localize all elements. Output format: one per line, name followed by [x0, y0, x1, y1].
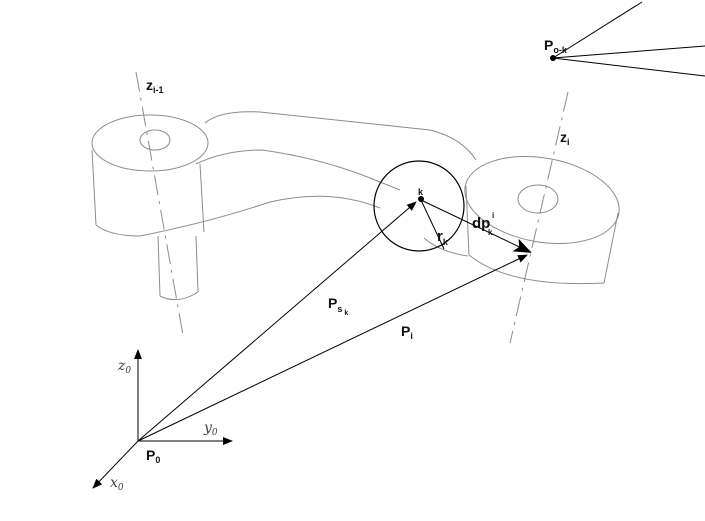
vector-p-sk [137, 201, 417, 442]
left-hub-hole [139, 129, 171, 151]
p-ok-dot [550, 55, 556, 61]
label-dp: dp [472, 215, 490, 232]
base-frame [92, 349, 233, 489]
left-pin [157, 235, 161, 297]
vectors [137, 199, 532, 442]
p-ok-point [552, 1, 705, 77]
vector-dp [420, 199, 532, 253]
axis-x0 [92, 440, 139, 489]
label-z0-axis: z0 [117, 358, 131, 376]
label-z-i: zi [560, 129, 570, 147]
label-p-ok: Po-k [544, 37, 568, 55]
label-dp-sup: i [492, 211, 494, 220]
label-dp-sub: k [488, 228, 493, 237]
label-k: k [418, 187, 424, 197]
axis-z-i-minus-1 [135, 71, 184, 336]
label-y0-axis: y0 [203, 420, 218, 438]
point-k [418, 196, 424, 202]
vector-p-i [137, 254, 528, 442]
label-z-i-minus-1: zi-1 [146, 77, 164, 95]
joint-axes [135, 71, 569, 344]
label-p-0: P0 [146, 447, 160, 465]
right-hub-hole [517, 184, 559, 214]
arm-front-top-edge [195, 149, 401, 191]
left-hub-top [91, 114, 209, 172]
label-p-i: Pi [401, 323, 413, 341]
sphere-around-k [373, 160, 465, 252]
arm-top-edge [204, 111, 477, 161]
axis-z-i [509, 91, 569, 344]
robot-link-body [91, 111, 620, 301]
right-hub-top [464, 155, 620, 245]
label-r-k: rk [437, 228, 449, 247]
vector-r-k [420, 199, 445, 250]
label-x0-axis: x0 [110, 475, 124, 493]
arm-front-face [139, 195, 381, 237]
